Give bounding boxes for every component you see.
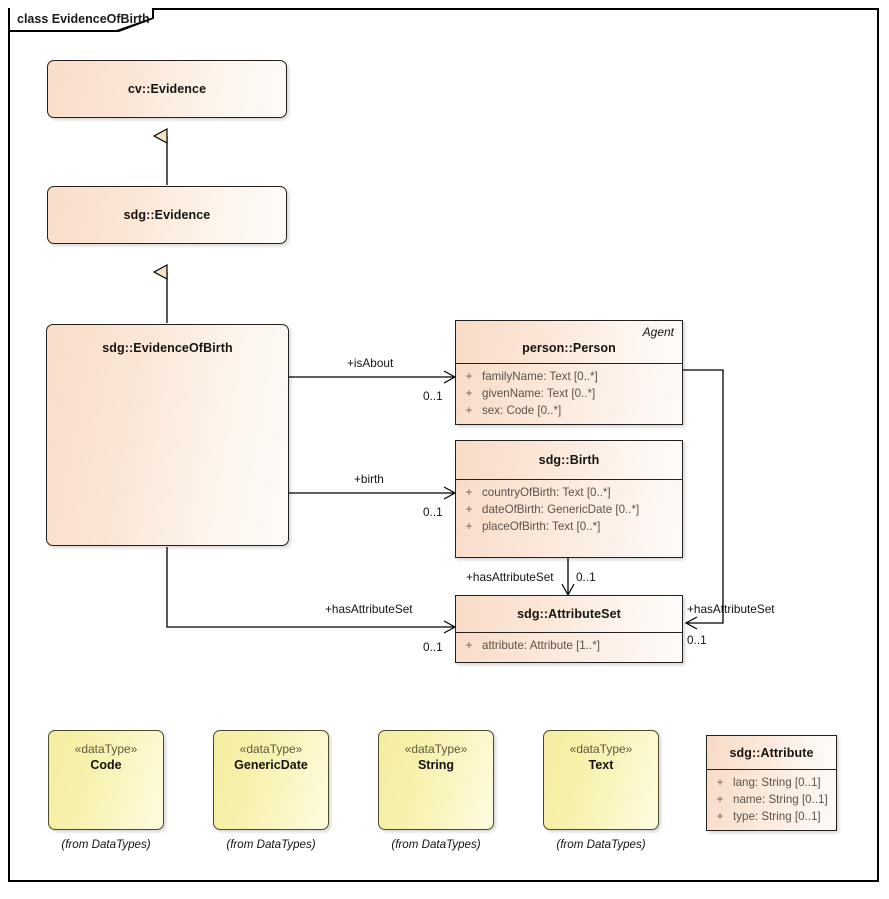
frame-tab-inner xyxy=(10,8,152,30)
class-sdg-attributeset-attributes: + attribute: Attribute [1..*] xyxy=(456,633,682,662)
attribute-visibility: + xyxy=(716,776,724,789)
attribute-visibility: + xyxy=(716,810,724,823)
attribute-signature: type: String [0..1] xyxy=(733,810,821,823)
frame-tab-label: class EvidenceOfBirth xyxy=(17,12,150,26)
attribute-signature: lang: String [0..1] xyxy=(733,776,821,789)
datatype-string-stereotype: «dataType» xyxy=(404,742,468,756)
attribute-signature: placeOfBirth: Text [0..*] xyxy=(482,520,601,533)
class-cv-evidence-header: cv::Evidence xyxy=(48,61,286,117)
edge-mult-person-hasattributeset: 0..1 xyxy=(687,633,707,647)
edge-label-birth-hasattributeset: +hasAttributeSet xyxy=(466,570,554,584)
attribute-row: + countryOfBirth: Text [0..*] xyxy=(456,484,682,501)
datatype-genericdate-stereotype: «dataType» xyxy=(239,742,303,756)
datatype-genericdate[interactable]: «dataType» GenericDate xyxy=(213,730,329,830)
edge-label-person-hasattributeset: +hasAttributeSet xyxy=(687,602,775,616)
attribute-row: + type: String [0..1] xyxy=(707,808,836,825)
class-sdg-birth-attributes: + countryOfBirth: Text [0..*] + dateOfBi… xyxy=(456,480,682,557)
datatype-code-stereotype: «dataType» xyxy=(74,742,138,756)
class-person-person-corner-stereotype: Agent xyxy=(642,325,674,339)
class-sdg-evidenceofbirth-title: sdg::EvidenceOfBirth xyxy=(102,341,233,355)
attribute-signature: dateOfBirth: GenericDate [0..*] xyxy=(482,503,640,516)
class-person-person-attributes: + familyName: Text [0..*] + givenName: T… xyxy=(456,364,682,424)
attribute-row: + lang: String [0..1] xyxy=(707,774,836,791)
datatype-genericdate-name: GenericDate xyxy=(234,758,308,772)
class-sdg-evidence-title: sdg::Evidence xyxy=(123,208,211,222)
class-person-person-name-compartment: Agent person::Person xyxy=(456,321,682,364)
class-sdg-attribute[interactable]: sdg::Attribute + lang: String [0..1] + n… xyxy=(706,735,837,831)
attribute-row: + placeOfBirth: Text [0..*] xyxy=(456,518,682,535)
datatype-text-from: (from DataTypes) xyxy=(556,838,646,851)
class-cv-evidence-title: cv::Evidence xyxy=(127,82,207,96)
attribute-signature: name: String [0..1] xyxy=(733,793,828,806)
attribute-row: + familyName: Text [0..*] xyxy=(456,368,682,385)
class-person-person-title: person::Person xyxy=(522,341,616,355)
datatype-string-from: (from DataTypes) xyxy=(391,838,481,851)
attribute-visibility: + xyxy=(716,793,724,806)
class-sdg-attributeset[interactable]: sdg::AttributeSet + attribute: Attribute… xyxy=(455,595,683,663)
attribute-visibility: + xyxy=(465,486,473,499)
datatype-string[interactable]: «dataType» String xyxy=(378,730,494,830)
attribute-row: + attribute: Attribute [1..*] xyxy=(456,637,682,654)
edge-label-isabout: +isAbout xyxy=(347,356,394,370)
edge-mult-birth-hasattributeset: 0..1 xyxy=(576,570,596,584)
attribute-visibility: + xyxy=(465,404,473,417)
attribute-signature: familyName: Text [0..*] xyxy=(482,370,598,383)
attribute-visibility: + xyxy=(465,520,473,533)
datatype-code[interactable]: «dataType» Code xyxy=(48,730,164,830)
edge-mult-eob-hasattributeset: 0..1 xyxy=(423,640,443,654)
attribute-row: + dateOfBirth: GenericDate [0..*] xyxy=(456,501,682,518)
class-sdg-birth-title: sdg::Birth xyxy=(538,453,600,467)
attribute-visibility: + xyxy=(465,639,473,652)
class-sdg-attributeset-name-compartment: sdg::AttributeSet xyxy=(456,596,682,633)
attribute-signature: attribute: Attribute [1..*] xyxy=(482,639,600,652)
diagram-frame-tab: class EvidenceOfBirth xyxy=(8,8,154,32)
class-sdg-attribute-name-compartment: sdg::Attribute xyxy=(707,736,836,770)
attribute-visibility: + xyxy=(465,503,473,516)
class-sdg-evidence-header: sdg::Evidence xyxy=(48,187,286,243)
class-sdg-evidenceofbirth[interactable]: sdg::EvidenceOfBirth xyxy=(46,324,289,546)
class-sdg-attribute-attributes: + lang: String [0..1] + name: String [0.… xyxy=(707,770,836,830)
class-cv-evidence[interactable]: cv::Evidence xyxy=(47,60,287,118)
datatype-string-name: String xyxy=(417,758,455,772)
class-sdg-birth[interactable]: sdg::Birth + countryOfBirth: Text [0..*]… xyxy=(455,440,683,558)
datatype-code-name: Code xyxy=(90,758,122,772)
class-person-person[interactable]: Agent person::Person + familyName: Text … xyxy=(455,320,683,425)
attribute-signature: givenName: Text [0..*] xyxy=(482,387,596,400)
attribute-row: + givenName: Text [0..*] xyxy=(456,385,682,402)
datatype-text-stereotype: «dataType» xyxy=(569,742,633,756)
edge-label-eob-hasattributeset: +hasAttributeSet xyxy=(325,602,413,616)
edge-label-birth: +birth xyxy=(354,472,384,486)
class-sdg-evidence[interactable]: sdg::Evidence xyxy=(47,186,287,244)
datatype-text-name: Text xyxy=(588,758,614,772)
class-sdg-attribute-title: sdg::Attribute xyxy=(729,745,814,760)
attribute-visibility: + xyxy=(465,387,473,400)
class-sdg-birth-name-compartment: sdg::Birth xyxy=(456,441,682,480)
attribute-visibility: + xyxy=(465,370,473,383)
edge-mult-birth: 0..1 xyxy=(423,505,443,519)
attribute-signature: countryOfBirth: Text [0..*] xyxy=(482,486,611,499)
class-sdg-evidenceofbirth-header: sdg::EvidenceOfBirth xyxy=(47,325,288,357)
datatype-genericdate-from: (from DataTypes) xyxy=(226,838,316,851)
datatype-text[interactable]: «dataType» Text xyxy=(543,730,659,830)
edge-mult-isabout: 0..1 xyxy=(423,389,443,403)
attribute-row: + name: String [0..1] xyxy=(707,791,836,808)
class-sdg-attributeset-title: sdg::AttributeSet xyxy=(517,607,621,621)
attribute-row: + sex: Code [0..*] xyxy=(456,402,682,419)
datatype-code-from: (from DataTypes) xyxy=(61,838,151,851)
attribute-signature: sex: Code [0..*] xyxy=(482,404,562,417)
